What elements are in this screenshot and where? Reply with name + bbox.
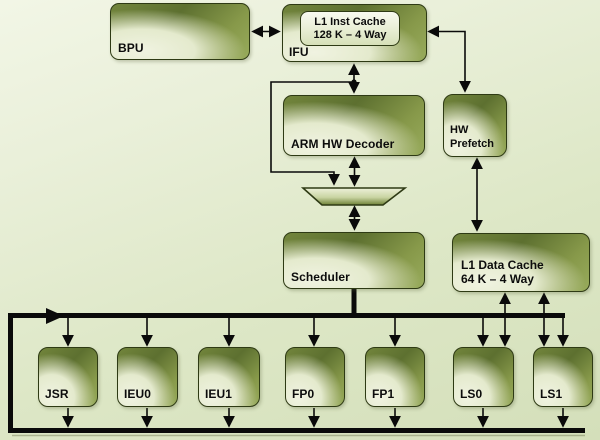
- unit-ieu1-label: IEU1: [205, 387, 233, 401]
- node-hw-prefetch-label: HW Prefetch: [450, 123, 494, 151]
- node-arm-hw-decoder-label: ARM HW Decoder: [291, 137, 395, 151]
- edge-l1inst-hwprefetch: [427, 25, 471, 93]
- unit-box-ieu0: IEU0: [117, 347, 178, 407]
- node-l1-inst-cache: L1 Inst Cache 128 K – 4 Way: [300, 11, 400, 46]
- hw-prefetch-line1: HW: [450, 124, 469, 136]
- dispatch-bus: [8, 313, 565, 433]
- l1-inst-cache-line2: 128 K – 4 Way: [313, 28, 387, 41]
- unit-jsr-label: JSR: [45, 387, 69, 401]
- junction-dot: [351, 79, 357, 85]
- unit-box-fp0: FP0: [285, 347, 345, 407]
- unit-fp1-label: FP1: [372, 387, 395, 401]
- unit-box-fp1: FP1: [365, 347, 425, 407]
- unit-fp0-label: FP0: [292, 387, 315, 401]
- unit-ls0-label: LS0: [460, 387, 483, 401]
- l1-inst-cache-line1: L1 Inst Cache: [314, 15, 386, 28]
- l1-data-cache-line2: 64 K – 4 Way: [461, 272, 534, 286]
- node-scheduler-label: Scheduler: [291, 270, 350, 284]
- node-ifu: L1 Inst Cache 128 K – 4 Way IFU: [282, 4, 427, 62]
- unit-ls1-label: LS1: [540, 387, 563, 401]
- node-arm-hw-decoder: ARM HW Decoder: [283, 95, 425, 156]
- node-scheduler: Scheduler: [283, 232, 425, 289]
- node-ifu-label: IFU: [289, 45, 309, 59]
- node-hw-prefetch: HW Prefetch: [443, 94, 507, 157]
- unit-box-ieu1: IEU1: [198, 347, 260, 407]
- node-l1-data-cache: L1 Data Cache 64 K – 4 Way: [452, 233, 590, 292]
- l1-data-cache-line1: L1 Data Cache: [461, 258, 544, 272]
- unit-ieu0-label: IEU0: [124, 387, 152, 401]
- unit-box-ls1: LS1: [533, 347, 593, 407]
- edge-bypass-branch: [270, 81, 354, 186]
- mux-trapezoid: [300, 187, 408, 206]
- node-l1-data-cache-label: L1 Data Cache 64 K – 4 Way: [461, 258, 544, 286]
- node-bpu: BPU: [110, 3, 250, 60]
- unit-box-ls0: LS0: [453, 347, 514, 407]
- loopback-arrowhead: [46, 308, 64, 324]
- unit-box-jsr: JSR: [38, 347, 98, 407]
- hw-prefetch-line2: Prefetch: [450, 138, 495, 150]
- node-bpu-label: BPU: [118, 41, 144, 55]
